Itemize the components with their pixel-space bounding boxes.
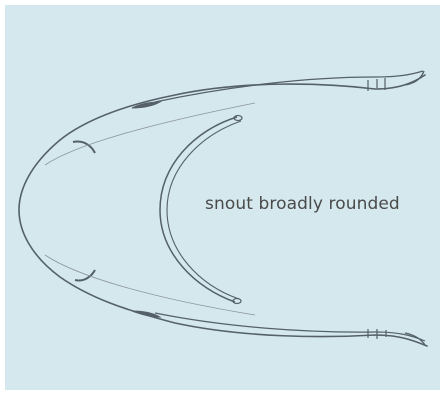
annotation-label: snout broadly rounded xyxy=(205,194,400,214)
shark-snout-figure: snout broadly rounded xyxy=(5,5,440,390)
